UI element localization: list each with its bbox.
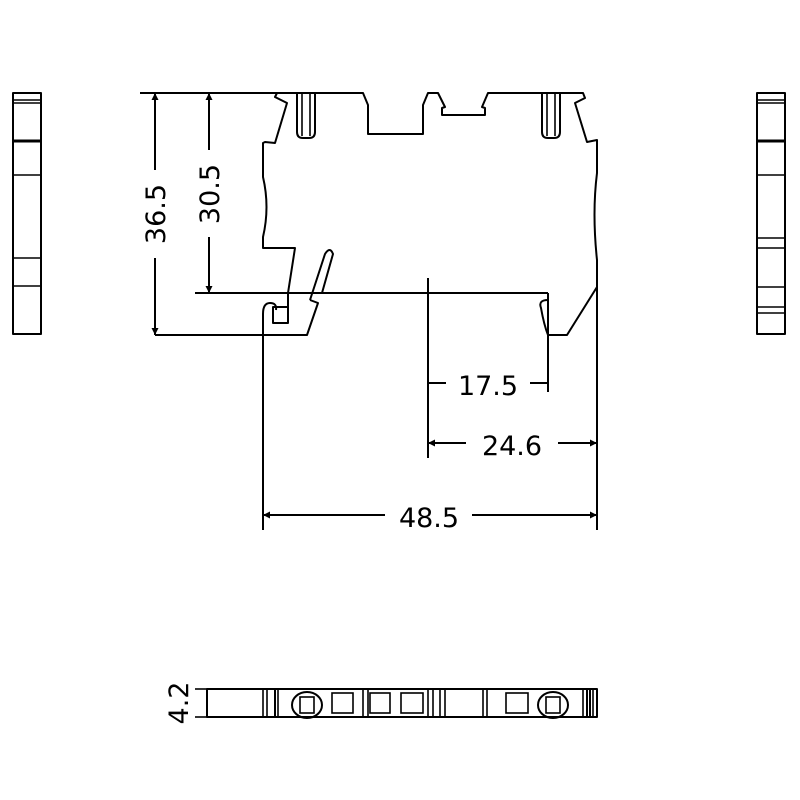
dimension-label-overall-height: 36.5 — [141, 184, 172, 244]
dimension-label-thickness: 4.2 — [164, 682, 195, 725]
dimension-17-5: 17.5 — [428, 371, 548, 402]
right-side-view — [756, 92, 786, 335]
dimension-label-rail-height: 30.5 — [195, 164, 226, 224]
dimension-24-6: 24.6 — [428, 431, 597, 462]
dimension-label-offset-b: 24.6 — [482, 431, 542, 462]
dimension-36-5: 36.5 — [141, 93, 172, 335]
front-view — [140, 92, 598, 530]
dimension-48-5: 48.5 — [263, 503, 597, 534]
top-view: 4.2 — [164, 682, 598, 725]
dimension-30-5: 30.5 — [195, 93, 226, 293]
dimension-label-overall-width: 48.5 — [399, 503, 459, 534]
dimension-label-offset-a: 17.5 — [458, 371, 518, 402]
left-side-view — [12, 92, 42, 335]
